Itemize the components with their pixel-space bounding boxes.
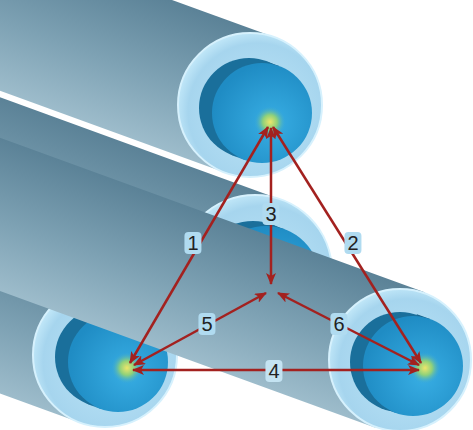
fibre bbox=[0, 53, 471, 430]
callout-number: 4 bbox=[265, 360, 282, 382]
callout-number: 6 bbox=[330, 313, 347, 335]
callout-number: 2 bbox=[344, 232, 361, 254]
callout-number: 1 bbox=[184, 232, 201, 254]
coupling-arrows bbox=[130, 127, 421, 370]
callout-number: 5 bbox=[198, 313, 215, 335]
callout-number: 3 bbox=[262, 203, 279, 225]
